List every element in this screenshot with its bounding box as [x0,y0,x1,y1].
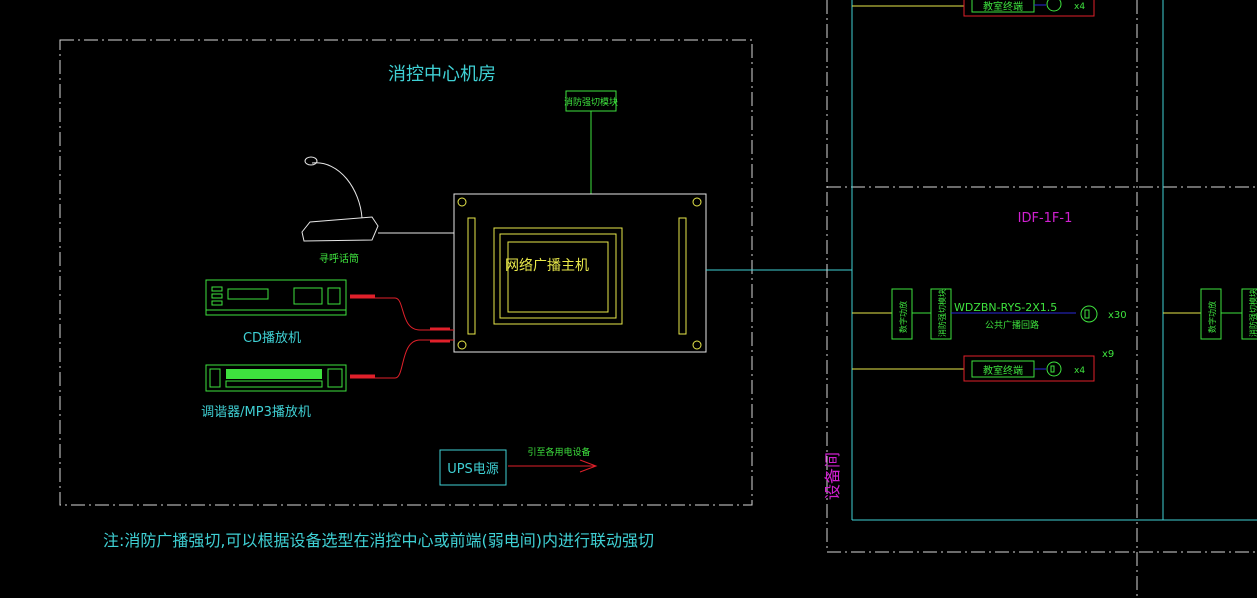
terminal-top-count: x4 [1074,2,1085,12]
control-room-boundary [59,39,753,506]
right-amp-box [1200,288,1222,340]
right-fire-module-label: 消防强切模块 [1248,289,1257,337]
fire-cutoff-module-label: 消防强切模块 [564,96,618,108]
cable-label: WDZBN-RYS-2X1.5 [954,301,1057,314]
terminal-mid-label: 教室终端 [983,364,1023,377]
room-title: 消控中心机房 [388,64,496,85]
terminal-box-top [963,0,1095,17]
note-text: 注:消防广播强切,可以根据设备选型在消控中心或前端(弱电间)内进行联动强切 [103,531,654,550]
broadcast-host-rack [453,193,707,353]
right-fire-module-box [1241,288,1257,340]
left-fire-module-box [930,288,952,340]
microphone-base [301,216,379,242]
microphone-stem [311,162,363,219]
ups-label: UPS电源 [447,462,499,477]
speaker-icon-main [1080,305,1098,323]
left-amp-box [891,288,913,340]
terminal-mid-count: x4 [1074,366,1085,376]
right-amp-label: 数字功放 [1207,301,1217,333]
mic-label: 寻呼话筒 [319,252,359,265]
idf-label: IDF-1F-1 [1018,211,1073,226]
speaker-icon-mid [1046,361,1062,377]
tuner-audio-cable [350,339,454,379]
host-label: 网络广播主机 [505,258,589,274]
tuner-mp3-player [205,364,347,392]
speaker-count-9: x9 [1102,349,1114,360]
cd-audio-cable [350,297,454,331]
ups-arrow-label: 引至各用电设备 [527,446,590,458]
circuit-label: 公共广播回路 [985,319,1039,331]
ups-box [439,449,507,486]
equip-room-label: 设备间 [823,452,842,500]
left-fire-module-label: 消防强切模块 [937,289,947,337]
cd-player [205,279,347,316]
terminal-top-label: 教室终端 [983,0,1023,13]
speaker-count-30: x30 [1108,310,1127,321]
terminal-box-mid [963,355,1095,382]
tuner-label: 调谐器/MP3播放机 [201,405,311,420]
host-screen-outer [493,227,623,325]
cd-label: CD播放机 [243,331,301,346]
left-amp-label: 数字功放 [898,301,908,333]
